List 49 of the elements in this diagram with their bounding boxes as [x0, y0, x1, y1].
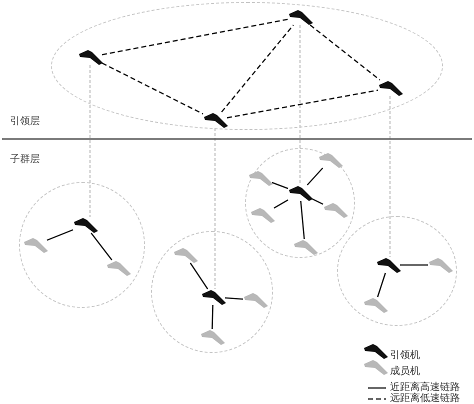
- subswarm-circle: [245, 148, 355, 258]
- member-aircraft-icon: [244, 293, 268, 309]
- leader-aircraft-icon: [79, 50, 103, 66]
- leader-aircraft-icon: [289, 10, 313, 26]
- legend-text: 远距离低速链路: [390, 393, 460, 404]
- leader-aircraft-icon: [379, 81, 403, 97]
- short-range-link: [300, 200, 305, 240]
- member-aircraft-icon: [364, 298, 388, 314]
- subswarm-circle: [19, 182, 145, 308]
- short-range-link: [376, 272, 386, 298]
- layer-label: 引领层: [10, 115, 40, 128]
- leader-layer-ellipse: [51, 2, 443, 130]
- member-aircraft-icon: [174, 248, 198, 264]
- short-range-link: [274, 199, 288, 209]
- subswarm-circle: [337, 216, 457, 326]
- member-aircraft-icon: [249, 171, 273, 187]
- short-range-link: [400, 264, 428, 266]
- leader-aircraft-icon: [289, 186, 313, 202]
- member-aircraft-icon: [294, 240, 318, 256]
- connector-line: [214, 128, 216, 290]
- short-range-link: [312, 198, 324, 205]
- long-range-link: [102, 62, 204, 115]
- member-aircraft-icon: [24, 238, 48, 254]
- member-aircraft-icon: [429, 258, 453, 274]
- long-range-link: [221, 24, 294, 112]
- long-range-link: [226, 90, 378, 118]
- member-aircraft-icon: [201, 330, 225, 346]
- short-range-link: [46, 229, 74, 241]
- leader-aircraft-icon: [202, 290, 226, 306]
- long-range-link: [310, 24, 380, 81]
- member-aircraft-icon: [324, 203, 348, 219]
- short-range-link: [306, 168, 324, 186]
- legend-text: 引领机: [390, 350, 420, 361]
- short-range-link: [190, 262, 208, 290]
- long-range-link: [102, 18, 288, 56]
- legend-text: 近距离高速链路: [390, 382, 460, 393]
- short-range-link: [224, 297, 244, 300]
- subswarm-circle: [151, 231, 273, 353]
- member-aircraft-icon: [107, 261, 131, 277]
- layer-label: 子群层: [10, 153, 40, 166]
- leader-aircraft-icon: [204, 113, 228, 129]
- leader-aircraft-icon: [377, 258, 401, 274]
- short-range-link: [212, 304, 214, 330]
- member-aircraft-icon: [319, 153, 343, 169]
- short-range-link: [90, 232, 112, 260]
- legend-text: 成员机: [390, 366, 420, 377]
- short-range-link: [272, 182, 288, 190]
- leader-aircraft-icon: [74, 218, 98, 234]
- member-aircraft-icon: [251, 208, 275, 224]
